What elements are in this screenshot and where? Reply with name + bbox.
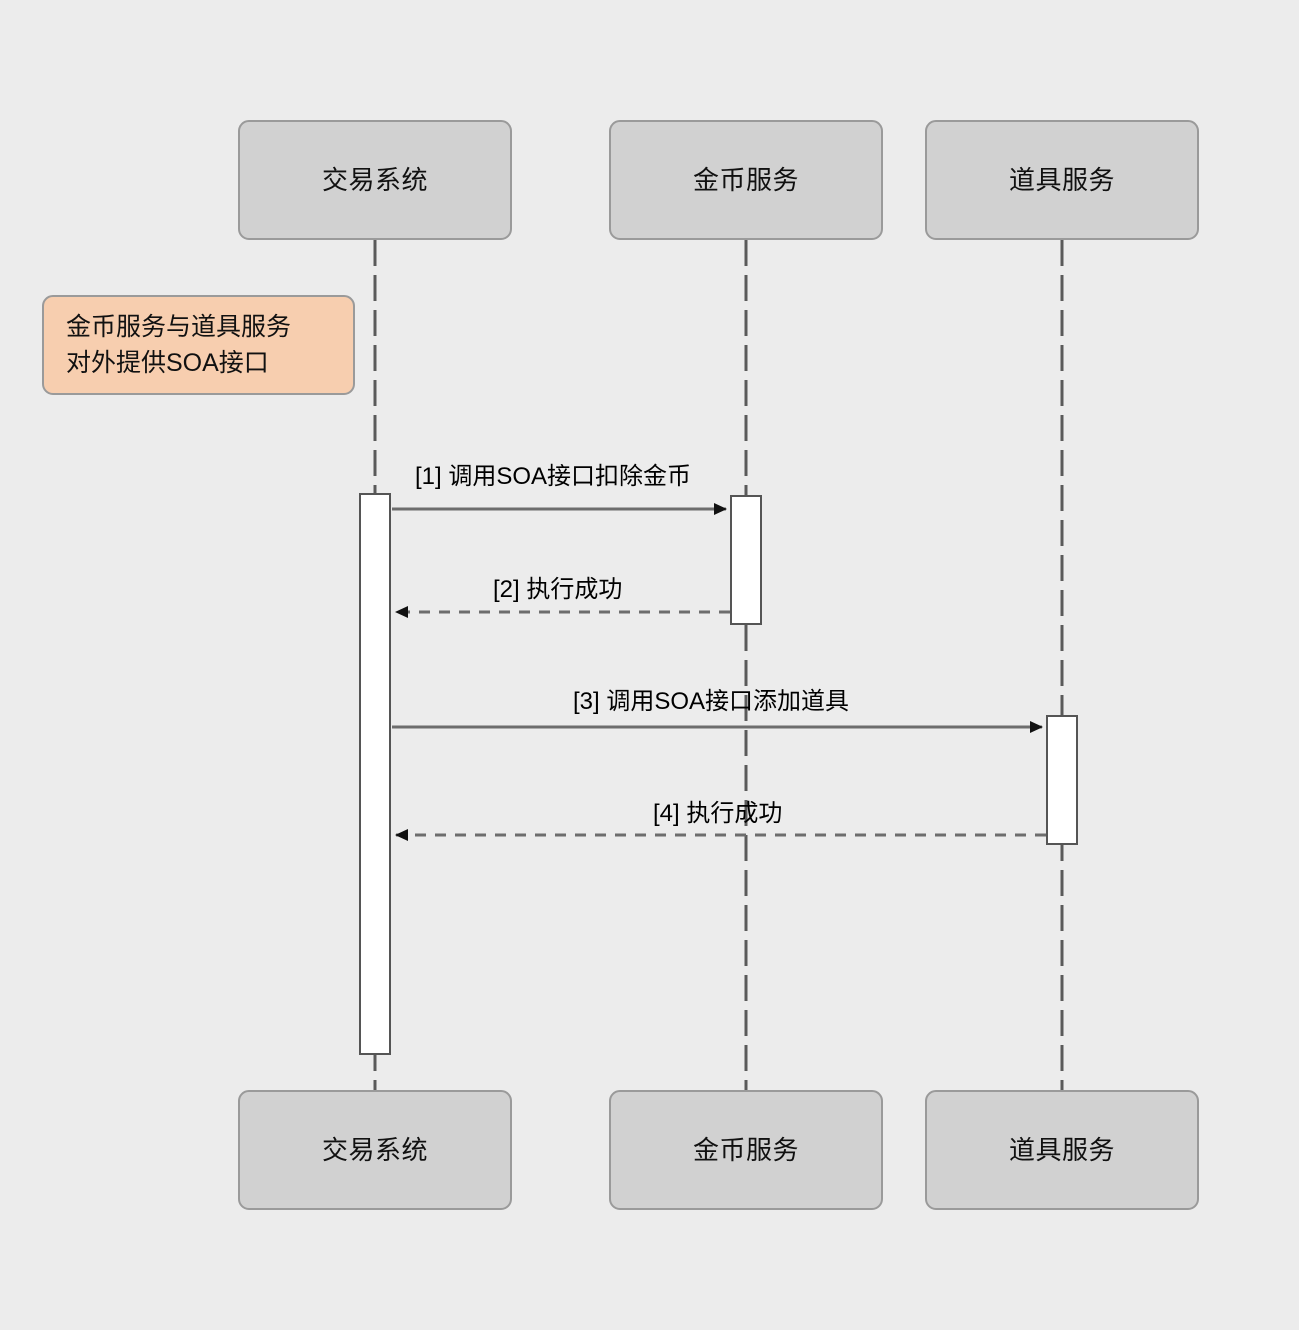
participant-header-trade[interactable]: 交易系统	[238, 120, 512, 240]
message-label-2: [2] 执行成功	[493, 576, 623, 603]
participant-footer-item-label: 道具服务	[1008, 1135, 1115, 1165]
activation-bar-coin[interactable]	[730, 495, 762, 625]
message-label-4: [4] 执行成功	[653, 800, 783, 827]
message-label-1: [1] 调用SOA接口扣除金币	[415, 463, 692, 490]
participant-footer-coin-label: 金币服务	[692, 1135, 799, 1165]
participant-header-coin[interactable]: 金币服务	[609, 120, 883, 240]
participant-footer-trade[interactable]: 交易系统	[238, 1090, 512, 1210]
activation-bar-item[interactable]	[1046, 715, 1078, 845]
note-soa-interface[interactable]: 金币服务与道具服务 对外提供SOA接口	[42, 295, 355, 395]
participant-footer-coin[interactable]: 金币服务	[609, 1090, 883, 1210]
participant-header-coin-label: 金币服务	[692, 165, 799, 195]
message-label-3: [3] 调用SOA接口添加道具	[573, 688, 850, 715]
participant-footer-item[interactable]: 道具服务	[925, 1090, 1199, 1210]
note-line-1: 金币服务与道具服务	[66, 312, 292, 341]
participant-header-trade-label: 交易系统	[321, 165, 428, 195]
note-line-2: 对外提供SOA接口	[66, 349, 269, 377]
activation-bar-trade[interactable]	[359, 493, 391, 1055]
participant-header-item[interactable]: 道具服务	[925, 120, 1199, 240]
participant-header-item-label: 道具服务	[1008, 165, 1115, 195]
participant-footer-trade-label: 交易系统	[321, 1135, 428, 1165]
